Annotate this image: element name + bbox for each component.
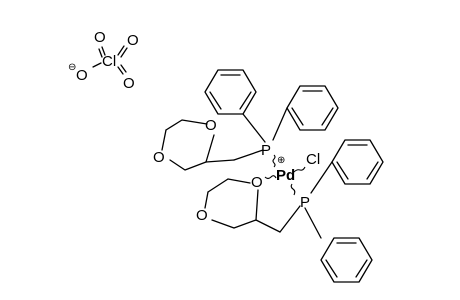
bond-ch2-p-top (233, 149, 264, 161)
perchlorate-bond-top-right (117, 45, 125, 56)
dioxane-top-edge-1 (165, 119, 208, 131)
dioxane-bottom-o-ring-label: O (196, 207, 208, 224)
bond-p-bottom-phenyl-right (310, 161, 333, 194)
phenyl-ring-bottom-hexagon (320, 237, 373, 283)
bond-p-top-phenyl-right (272, 107, 288, 141)
bond-p-top-pd-wavy (272, 154, 276, 168)
phenyl-ring-top-right-double-2 (321, 107, 334, 126)
dioxane-bottom-edge-4 (211, 219, 257, 229)
dioxane-bottom-edge-2 (207, 178, 229, 193)
dioxane-bottom-edge-3 (204, 191, 209, 209)
positive-charge-symbol: ⊕ (277, 155, 285, 166)
phenyl-ring-top-right-hexagon (286, 85, 339, 131)
dioxane-top-edge-3 (169, 159, 207, 171)
phenyl-ring-bottom-double-3 (325, 259, 338, 278)
phosphorus-bottom-label: P (300, 194, 310, 211)
perchlorate-o-top-left-label: O (94, 29, 106, 46)
chloride-label: Cl (306, 151, 320, 168)
perchlorate-bond-bottom-2 (120, 64, 127, 73)
bond-dioxane-bottom-ch2 (255, 219, 281, 233)
phenyl-ring-bottom (320, 237, 373, 283)
phenyl-ring-top-left (204, 69, 257, 115)
dioxane-ring-top: O O (153, 117, 217, 171)
phenyl-ring-top-right-double-3 (291, 107, 304, 126)
phenyl-ring-right-double-3 (336, 161, 349, 180)
bond-p-bottom-phenyl-bottom (304, 207, 322, 239)
perchlorate-o-minus-label: O (76, 67, 88, 84)
dioxane-top-edge-4 (205, 134, 215, 163)
perchlorate-anion: O O Cl O ⊖ O (68, 29, 139, 92)
phenyl-ring-top-right (286, 85, 339, 131)
dioxane-top-edge-2 (161, 129, 167, 151)
phenyl-ring-top-left-hexagon (204, 69, 257, 115)
perchlorate-o-bottom-label: O (123, 75, 135, 92)
phenyl-ring-bottom-double-2 (355, 259, 368, 278)
perchlorate-bond-bottom (117, 66, 124, 75)
negative-charge-symbol: ⊖ (68, 62, 76, 73)
phenyl-ring-right (331, 139, 384, 185)
phenyl-ring-right-hexagon (331, 139, 384, 185)
perchlorate-bond-top-left (101, 46, 106, 56)
dioxane-bottom-edge-1 (227, 178, 251, 184)
bond-o-pd-wavy (264, 175, 277, 180)
dioxane-bottom-edge-5 (255, 189, 259, 221)
perchlorate-o-top-right-label: O (127, 32, 139, 49)
perchlorate-bond-top-right-2 (120, 47, 128, 58)
phenyl-ring-right-double-2 (366, 161, 379, 180)
bond-p-top-phenyl-left (242, 113, 266, 143)
dioxane-bottom-o-chelate-label: O (251, 174, 263, 191)
bond-pd-p-bottom-wavy (290, 183, 296, 196)
perchlorate-bond-top-left-2 (98, 48, 103, 58)
bond-dioxane-top-ch2 (205, 159, 235, 163)
dioxane-ring-bottom: O O (196, 174, 263, 229)
phenyl-ring-top-left-double-2 (239, 91, 252, 110)
dioxane-top-o-chelate-label: O (205, 117, 217, 134)
phenyl-ring-top-left-double-3 (209, 91, 222, 110)
perchlorate-cl-label: Cl (102, 53, 116, 70)
phosphorus-top-label: P (261, 142, 271, 159)
bond-pd-cl-wavy (293, 166, 306, 173)
perchlorate-bond-left (92, 62, 102, 68)
bond-ch2-p-bottom (279, 205, 301, 233)
palladium-label: Pd (276, 167, 295, 184)
dioxane-top-o-ring-label: O (153, 149, 165, 166)
